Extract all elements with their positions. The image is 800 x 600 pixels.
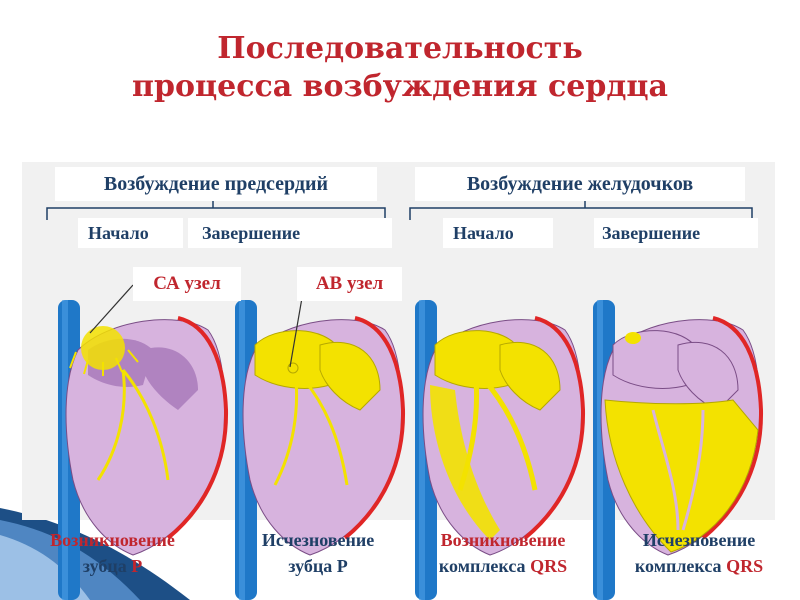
heart-3 (413, 298, 586, 600)
caption-1-line1: Возникновение (50, 530, 175, 550)
sa-node-label: СА узел (133, 267, 241, 301)
caption-4-line2: комплекса QRS (604, 553, 794, 579)
title-line-2: процесса возбуждения сердца (132, 69, 668, 104)
caption-1-line2-text: зубца (82, 556, 132, 576)
caption-4: Исчезновение комплекса QRS (604, 527, 794, 579)
caption-2: Исчезновение зубца Р (228, 527, 408, 579)
caption-1-line2: зубца P (20, 553, 205, 579)
heart-1 (56, 298, 229, 600)
heart-4 (591, 298, 764, 600)
ventricles-start-label: Начало (443, 218, 553, 248)
caption-2-line2: зубца Р (228, 553, 408, 579)
caption-3-line2-text: комплекса (438, 556, 531, 576)
ventricles-end-label: Завершение (594, 218, 758, 248)
atria-end-label: Завершение (188, 218, 392, 248)
heart-2 (233, 298, 406, 600)
caption-2-line2-text: зубца Р (288, 556, 348, 576)
caption-4-line1: Исчезновение (642, 530, 756, 550)
caption-3-line2: комплекса QRS (408, 553, 598, 579)
slide-title: Последовательность процесса возбуждения … (0, 30, 800, 106)
phase-ventricles-label: Возбуждение желудочков (415, 167, 745, 201)
title-line-1: Последовательность (217, 31, 583, 66)
caption-1-wave: P (131, 556, 143, 576)
caption-1: Возникновение зубца P (20, 527, 205, 579)
caption-4-wave: QRS (726, 556, 764, 576)
caption-3-wave: QRS (530, 556, 568, 576)
caption-2-line1: Исчезновение (261, 530, 375, 550)
caption-3-line1: Возникновение (440, 530, 566, 550)
phase-atria-label: Возбуждение предсердий (55, 167, 377, 201)
av-node-label: АВ узел (297, 267, 402, 301)
caption-3: Возникновение комплекса QRS (408, 527, 598, 579)
caption-4-line2-text: комплекса (634, 556, 727, 576)
atria-start-label: Начало (78, 218, 183, 248)
